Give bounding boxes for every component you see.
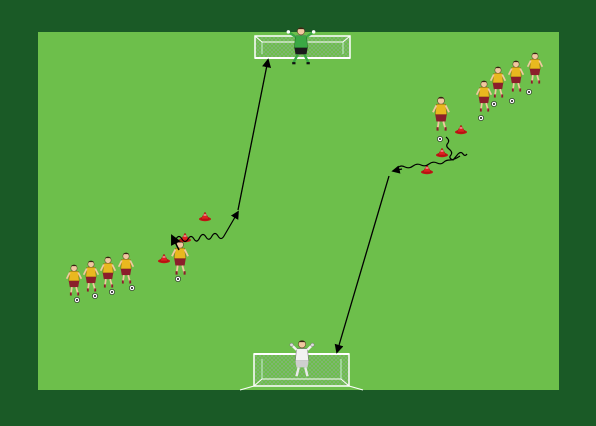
ball <box>91 292 99 300</box>
ball <box>73 296 81 304</box>
shot-arrow-right <box>334 175 390 354</box>
run-arrow-left <box>171 234 181 251</box>
dribble-path-right <box>398 136 468 169</box>
dribble-arrow-right <box>391 165 403 174</box>
pitch <box>38 32 559 390</box>
ball <box>477 114 485 122</box>
ball <box>128 284 136 292</box>
bottom-goal <box>239 353 364 391</box>
shot-arrow-left <box>237 58 272 211</box>
ball <box>490 100 498 108</box>
dribble-path-left <box>175 210 239 243</box>
ball <box>508 97 516 105</box>
ball <box>108 288 116 296</box>
ball <box>525 88 533 96</box>
